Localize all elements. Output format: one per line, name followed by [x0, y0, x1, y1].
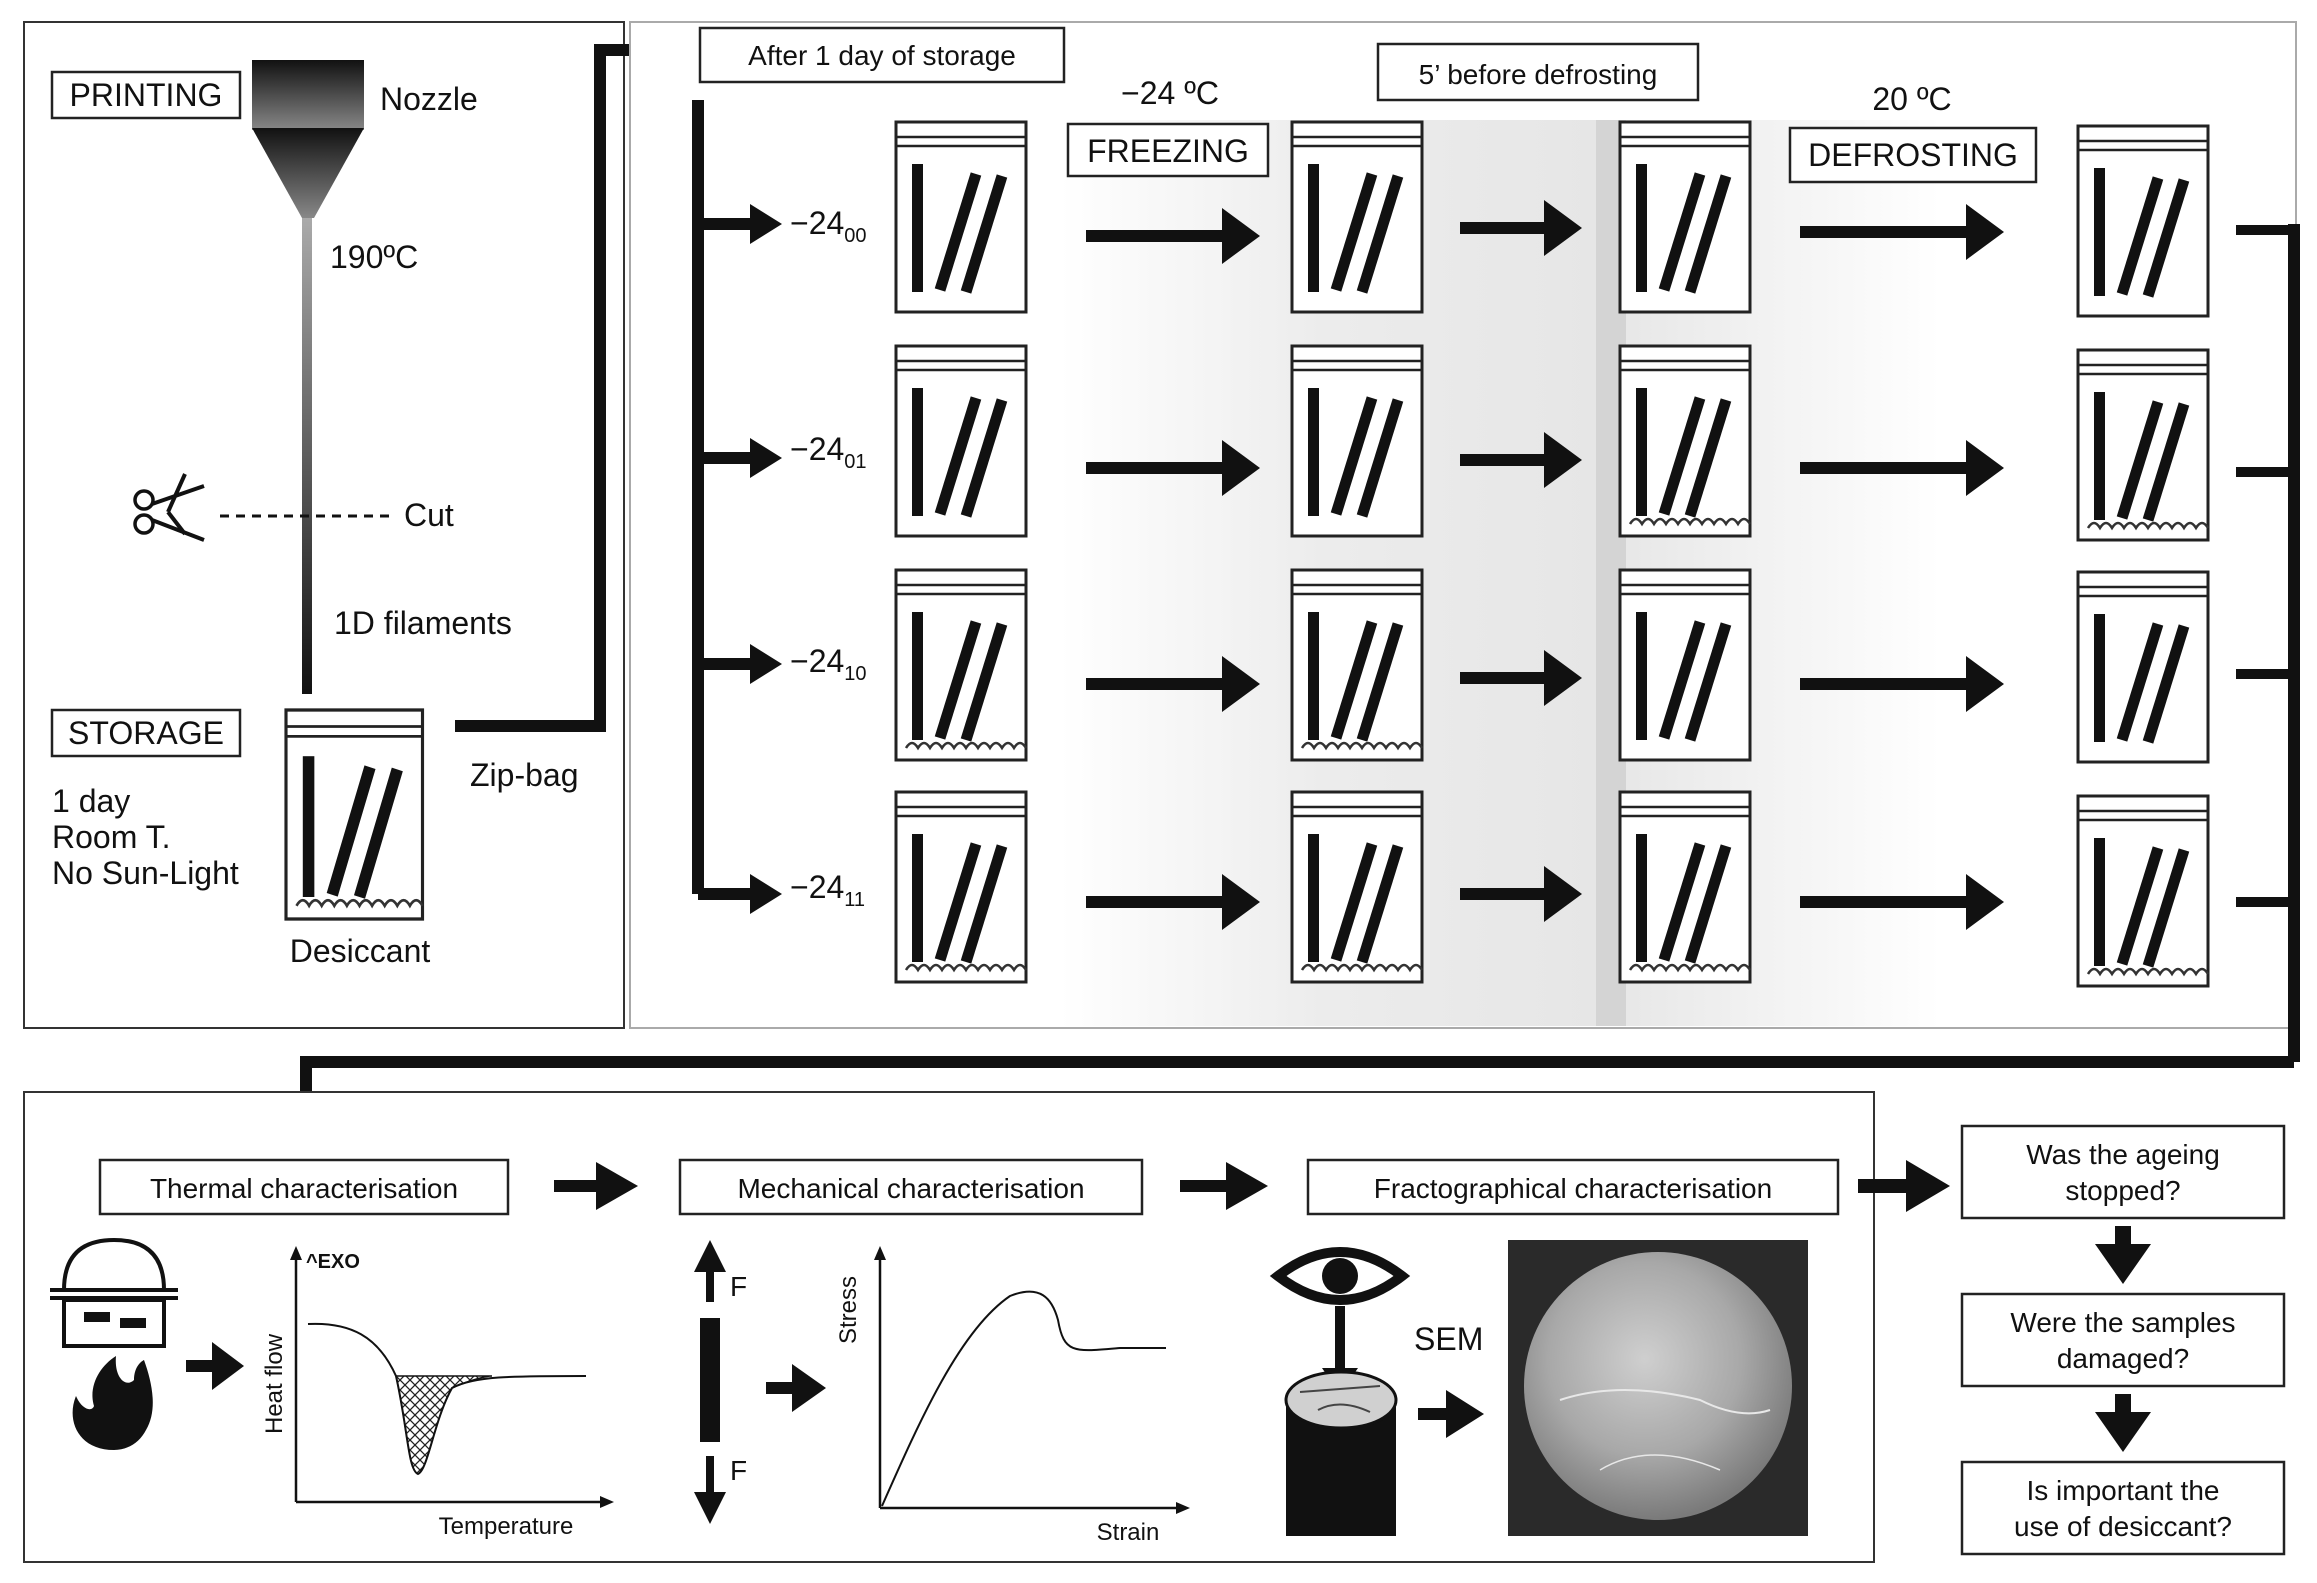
arrow-dsc-to-graph: [212, 1342, 244, 1390]
question-ageing-box: [1960, 1124, 2286, 1220]
freezing-box: [1066, 122, 1270, 178]
printing-title: PRINTING: [70, 77, 223, 113]
tensile-specimen-icon: [694, 1240, 726, 1524]
mechanical-label: Mechanical characterisation: [737, 1173, 1084, 1204]
sem-label: SEM: [1414, 1321, 1483, 1357]
mechanical-box: [678, 1158, 1144, 1216]
exo-label: ^EXO: [306, 1251, 360, 1273]
row-condition-11: −2411: [698, 792, 2294, 986]
fracto-label: Fractographical characterisation: [1374, 1173, 1772, 1204]
flame-icon: [72, 1356, 153, 1450]
arrow-q2-to-q3: [2095, 1412, 2151, 1452]
sem-micrograph: [1508, 1240, 1808, 1536]
question-damage-line1: Were the samples: [2010, 1307, 2235, 1338]
arrow-mechanical-to-fracto: [1226, 1162, 1268, 1210]
bag-frozen-11: [1292, 792, 1422, 982]
eye-icon: [1269, 1247, 1411, 1305]
zipbag-label: Zip-bag: [470, 757, 579, 793]
heat-flow-axis-label: Heat flow: [261, 1333, 288, 1434]
question-damage-line2: damaged?: [2057, 1343, 2189, 1374]
force-up-label: F: [730, 1271, 747, 1302]
question-desiccant-box: [1960, 1460, 2286, 1556]
condition-label-01: −2401: [790, 431, 867, 473]
condition-label-10: −2410: [790, 643, 867, 685]
fracto-box: [1306, 1158, 1840, 1216]
temperature-axis-label: Temperature: [439, 1513, 574, 1540]
bag-defrosted-10: [2078, 572, 2208, 762]
bag-stored-00: [896, 122, 1026, 312]
defrosting-temperature: 20 ºC: [1872, 81, 1951, 117]
desiccant-label: Desiccant: [290, 933, 431, 969]
process-shading: [1060, 120, 1940, 1026]
fracture-sample-icon: [1284, 1370, 1398, 1536]
bag-defrosted-01: [2078, 350, 2208, 540]
cut-label: Cut: [404, 497, 454, 533]
arrow-sample-to-sem: [1446, 1390, 1484, 1438]
bag-before-defrost-00: [1620, 122, 1750, 312]
nozzle-icon: [252, 60, 364, 218]
storage-title: STORAGE: [68, 715, 224, 751]
arrow-q1-to-q2: [2095, 1244, 2151, 1284]
bag-frozen-01: [1292, 346, 1422, 536]
bag-before-defrost-11: [1620, 792, 1750, 982]
question-ageing-line1: Was the ageing: [2026, 1139, 2220, 1170]
force-down-label: F: [730, 1455, 747, 1486]
storage-label-box: [50, 708, 242, 758]
scissors-icon: [133, 473, 205, 542]
storage-duration: 1 day: [52, 783, 130, 819]
question-desiccant-line1: Is important the: [2027, 1475, 2220, 1506]
condition-label-11: −2411: [790, 869, 865, 911]
freezing-label: FREEZING: [1087, 133, 1249, 169]
bag-stored-10: [896, 570, 1026, 760]
bag-frozen-00: [1292, 122, 1422, 312]
dsc-thermogram: [290, 1246, 614, 1508]
row-condition-01: −2401: [698, 346, 2294, 540]
row-condition-10: −2410: [698, 570, 2294, 762]
bag-stored-01: [896, 346, 1026, 536]
condition-label-00: −2400: [790, 205, 867, 247]
freezing-temperature: −24 ºC: [1121, 75, 1219, 111]
before-defrost-box: [1376, 42, 1700, 102]
question-ageing-line2: stopped?: [2065, 1175, 2180, 1206]
filament-strand: [302, 218, 312, 694]
bag-defrosted-00: [2078, 126, 2208, 316]
print-temperature: 190ºC: [330, 239, 418, 275]
arrow-fracto-to-questions: [1906, 1160, 1950, 1212]
strain-axis-label: Strain: [1097, 1519, 1160, 1546]
bag-frozen-10: [1292, 570, 1422, 760]
bag-stored-11: [896, 792, 1026, 982]
bag-before-defrost-10: [1620, 570, 1750, 760]
question-desiccant-line2: use of desiccant?: [2014, 1511, 2232, 1542]
stress-axis-label: Stress: [835, 1276, 862, 1344]
storage-zip-bag-icon: [286, 710, 423, 919]
thermal-box: [98, 1158, 510, 1216]
after-storage-box: [698, 26, 1066, 84]
defrosting-label: DEFROSTING: [1808, 137, 2018, 173]
storage-to-process-connector: [455, 44, 640, 732]
row-condition-00: −2400: [698, 122, 2294, 316]
storage-temperature: Room T.: [52, 819, 171, 855]
before-defrost-label: 5’ before defrosting: [1419, 59, 1658, 90]
after-storage-label: After 1 day of storage: [748, 40, 1016, 71]
question-damage-box: [1960, 1292, 2286, 1388]
filaments-label: 1D filaments: [334, 605, 512, 641]
bag-defrosted-11: [2078, 796, 2208, 986]
storage-light: No Sun-Light: [52, 855, 239, 891]
bag-before-defrost-01: [1620, 346, 1750, 536]
thermal-label: Thermal characterisation: [150, 1173, 458, 1204]
printing-label-box: [50, 70, 242, 120]
stress-strain-curve: [874, 1246, 1190, 1514]
arrow-specimen-to-curve: [792, 1364, 826, 1412]
nozzle-label: Nozzle: [380, 81, 478, 117]
defrosting-box: [1788, 126, 2038, 184]
dsc-pan-icon: [50, 1237, 178, 1348]
arrow-thermal-to-mechanical: [596, 1162, 638, 1210]
